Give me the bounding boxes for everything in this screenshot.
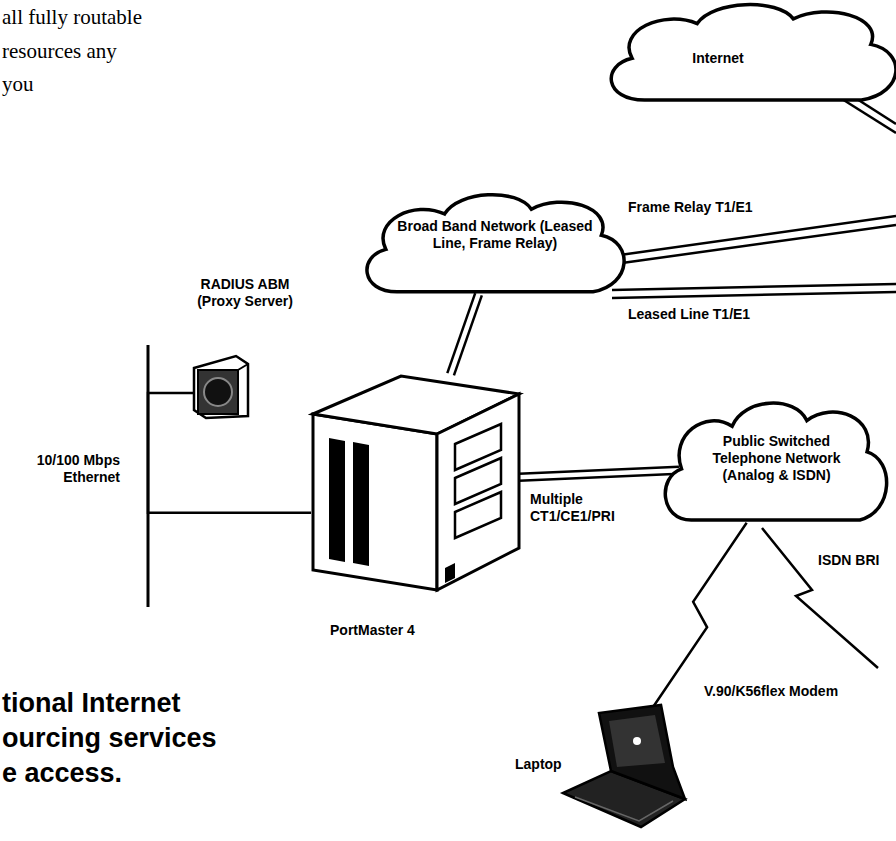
device-node: Laptop	[515, 700, 693, 835]
network-cloud: Public Switched Telephone Network (Analo…	[655, 395, 896, 537]
node-label: Laptop	[515, 756, 575, 773]
link-label: Frame Relay T1/E1	[628, 199, 753, 216]
body-text: resources any	[2, 38, 117, 64]
laptop-shape	[555, 705, 690, 830]
cloud-shape	[598, 0, 896, 114]
isdn-bolt	[762, 528, 878, 668]
network-link	[447, 293, 482, 375]
node-label: Public Switched Telephone Network (Analo…	[689, 433, 864, 484]
link-label: Multiple CT1/CE1/PRI	[528, 490, 632, 526]
node-label: Broad Band Network (Leased Line, Frame R…	[385, 218, 605, 252]
body-heading: e access.	[2, 756, 122, 790]
network-cloud: Internet	[598, 0, 896, 114]
frame-relay-line	[620, 216, 896, 263]
body-text: all fully routable	[2, 4, 142, 30]
leased-line	[612, 284, 896, 298]
link-label: ISDN BRI	[818, 552, 879, 569]
server-shape	[192, 354, 250, 420]
link-label: Leased Line T1/E1	[628, 306, 750, 323]
modem-link	[654, 523, 747, 706]
link-label: V.90/K56flex Modem	[702, 682, 840, 701]
node-label: RADIUS ABM (Proxy Server)	[190, 276, 300, 310]
node-label: Internet	[668, 50, 768, 67]
network-cloud: Broad Band Network (Leased Line, Frame R…	[355, 188, 635, 306]
network-link	[519, 467, 680, 481]
body-text: you	[2, 71, 34, 97]
network-label: 10/100 Mbps Ethernet	[10, 452, 120, 486]
node-label: PortMaster 4	[330, 622, 490, 639]
device-node: RADIUS ABM (Proxy Server)	[180, 276, 310, 422]
body-heading: tional Internet	[2, 686, 181, 720]
body-heading: ourcing services	[2, 721, 217, 755]
box-shape	[305, 372, 521, 592]
device-node: PortMaster 4	[305, 372, 535, 647]
